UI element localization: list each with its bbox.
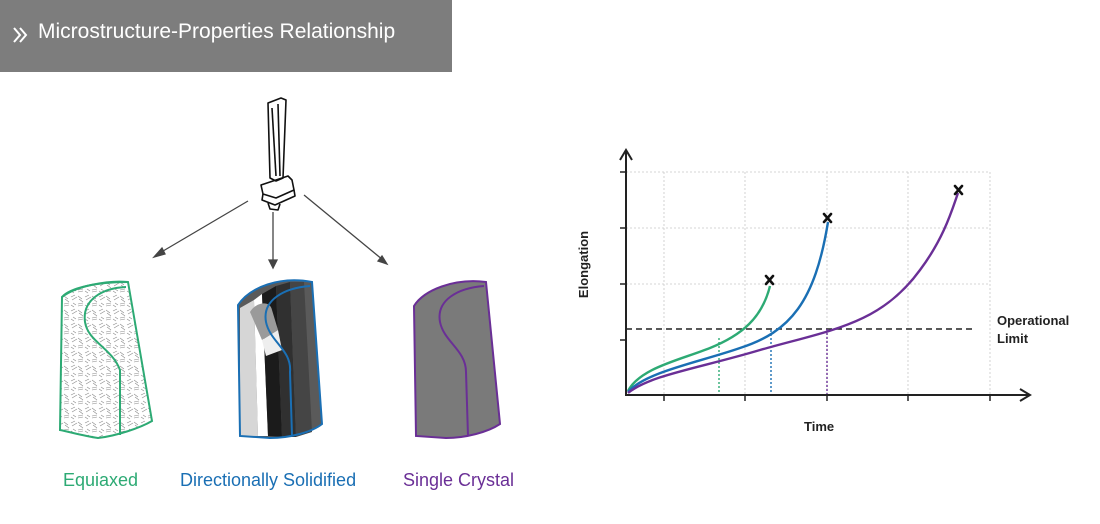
directional-failure-x-icon bbox=[822, 212, 833, 224]
equiaxed-specimen bbox=[58, 280, 154, 440]
turbine-blade-icon bbox=[260, 97, 296, 211]
directional-specimen bbox=[236, 279, 324, 440]
failure-markers bbox=[764, 184, 964, 286]
section-header: Microstructure-Properties Relationship bbox=[0, 0, 452, 72]
chart-axes bbox=[619, 148, 1032, 402]
branch-arrows bbox=[152, 194, 389, 270]
single-crystal-failure-x-icon bbox=[953, 184, 964, 196]
directional-series-line bbox=[627, 221, 830, 393]
single-crystal-specimen bbox=[412, 280, 502, 440]
equiaxed-label: Equiaxed bbox=[63, 470, 139, 490]
directional-label: Directionally Solidified bbox=[180, 470, 357, 490]
chart bbox=[619, 148, 1032, 402]
single-crystal-series-line bbox=[627, 192, 960, 394]
x-axis-label: Time bbox=[804, 419, 835, 434]
chart-grid bbox=[626, 171, 991, 394]
operational-limit-label: Operational Limit bbox=[997, 313, 1070, 346]
equiaxed-failure-x-icon bbox=[764, 274, 775, 286]
single-crystal-label: Single Crystal bbox=[403, 470, 515, 490]
page-title: Microstructure-Properties Relationship bbox=[38, 20, 396, 43]
y-axis-label: Elongation bbox=[576, 230, 592, 299]
chevron-right-icon bbox=[13, 27, 28, 43]
equiaxed-series-line bbox=[626, 285, 772, 392]
